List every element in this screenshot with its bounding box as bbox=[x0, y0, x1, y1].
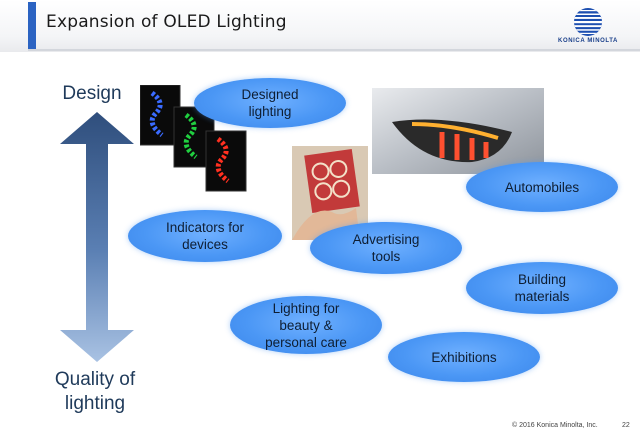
bubble-beauty-personal-care: Lighting for beauty & personal care bbox=[230, 296, 382, 354]
bubble-text: Building bbox=[517, 272, 567, 287]
car-taillight-image bbox=[372, 88, 544, 174]
bubble-text: Advertising bbox=[352, 232, 420, 247]
slide-title: Expansion of OLED Lighting bbox=[46, 12, 287, 32]
axis-label-design: Design bbox=[62, 83, 122, 104]
bubble-text: Automobiles bbox=[504, 179, 580, 195]
bubble-automobiles: Automobiles bbox=[466, 162, 618, 212]
bubble-text: Exhibitions bbox=[431, 349, 497, 365]
bubble-text: Indicators for bbox=[165, 220, 245, 235]
title-accent-bar bbox=[28, 2, 36, 49]
axis-label-quality-line2: lighting bbox=[64, 393, 126, 414]
bubble-text: materials bbox=[514, 289, 570, 304]
konica-minolta-logo-icon bbox=[574, 8, 602, 36]
copyright-text: © 2016 Konica Minolta, Inc. bbox=[512, 422, 598, 429]
bubble-text: beauty & bbox=[279, 317, 333, 333]
bubble-indicators: Indicators for devices bbox=[128, 210, 282, 262]
header-divider bbox=[28, 49, 640, 51]
bubble-designed-lighting: Designed lighting bbox=[194, 78, 346, 128]
bubble-building-materials: Building materials bbox=[466, 262, 618, 314]
bubble-text: tools bbox=[371, 249, 401, 264]
brand-wordmark: KONICA MINOLTA bbox=[558, 38, 618, 44]
page-number: 22 bbox=[622, 422, 630, 429]
bubble-text: personal care bbox=[265, 334, 347, 350]
bubble-text: devices bbox=[182, 237, 228, 252]
double-arrow-icon bbox=[60, 112, 134, 362]
bubble-text: Lighting for bbox=[272, 300, 340, 316]
slide-header bbox=[0, 0, 640, 52]
axis-label-quality-line1: Quality of bbox=[54, 369, 136, 390]
bubble-text: lighting bbox=[248, 104, 292, 119]
bubble-text: Designed bbox=[241, 87, 299, 102]
bubble-advertising: Advertising tools bbox=[310, 222, 462, 274]
bubble-exhibitions: Exhibitions bbox=[388, 332, 540, 382]
axis-label-quality: Quality of lighting bbox=[20, 368, 170, 416]
